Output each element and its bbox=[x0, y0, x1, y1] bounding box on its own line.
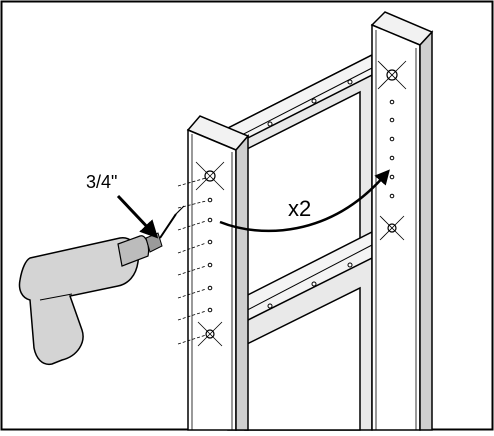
power-drill-icon bbox=[18, 205, 185, 366]
bit-size-pointer-arrow bbox=[116, 194, 159, 239]
right-post bbox=[370, 11, 434, 431]
left-post bbox=[186, 115, 250, 431]
drill-bit-size-label: 3/4" bbox=[86, 172, 117, 192]
curved-arrow-icon bbox=[219, 169, 390, 233]
repeat-count-label: x2 bbox=[288, 196, 311, 221]
